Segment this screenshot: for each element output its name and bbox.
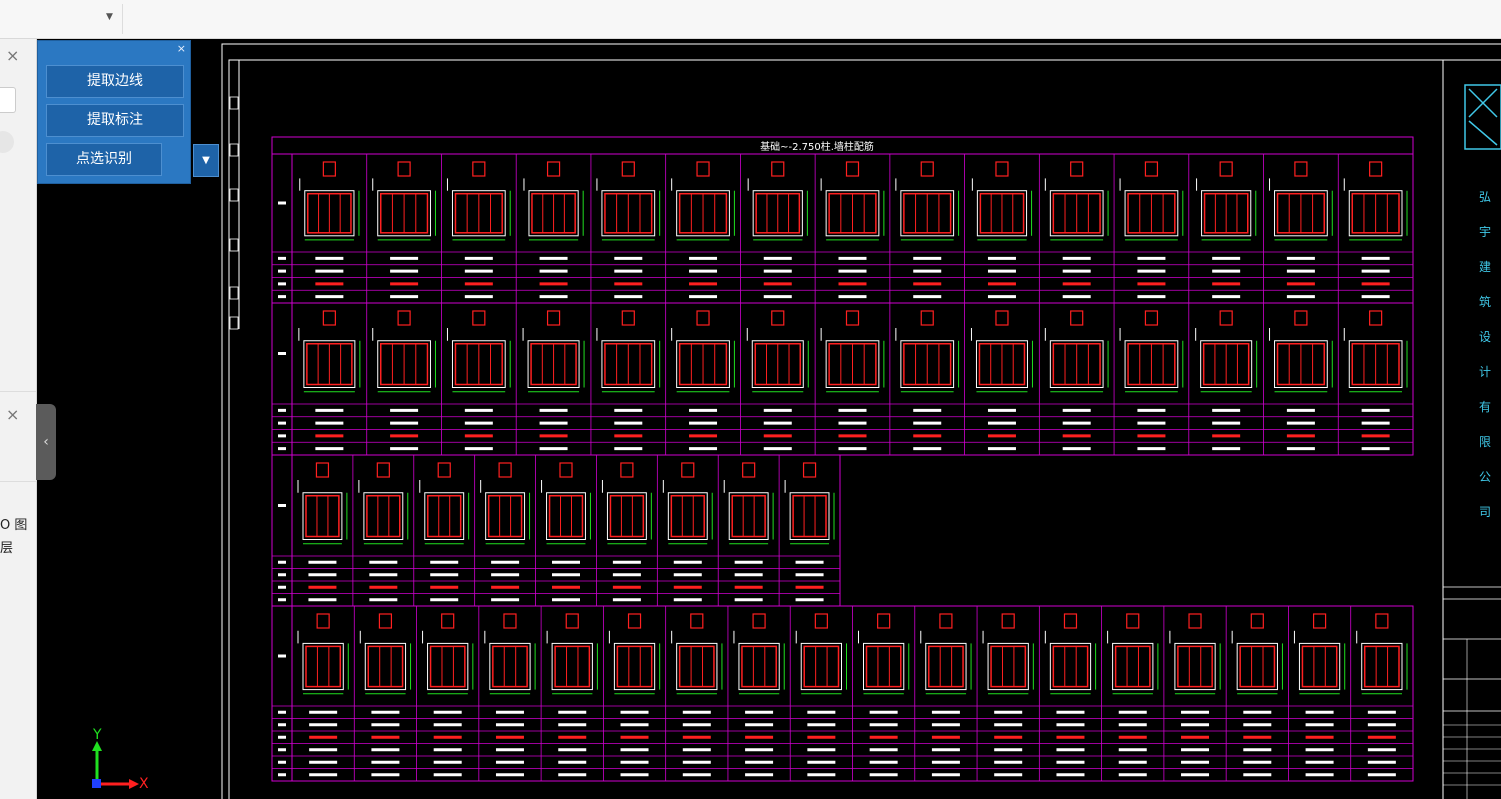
point-recognize-button[interactable]: 点选识别 (46, 143, 162, 176)
company-char-5: 计 (1479, 365, 1491, 379)
panel-close-icon[interactable]: × (6, 46, 20, 65)
drawing-inner-border (228, 59, 1501, 799)
search-icon[interactable] (0, 131, 14, 153)
company-logo (1464, 84, 1501, 150)
extraction-tool-panel: × 提取边线 提取标注 点选识别 ▼ (37, 40, 219, 184)
left-side-panel: × × O 图 层 (0, 39, 37, 799)
schedule-section (271, 302, 1414, 456)
drawing-outer-border (221, 43, 1501, 799)
company-char-2: 建 (1479, 260, 1491, 274)
panel-close-icon-2[interactable]: × (6, 405, 20, 424)
schedule-section (271, 605, 1414, 782)
expand-arrow-button[interactable] (0, 87, 16, 113)
ucs-axis-icon: Y X (92, 727, 149, 792)
company-char-1: 宇 (1479, 225, 1491, 239)
axis-x-label: X (139, 776, 149, 792)
company-char-0: 弘 (1479, 190, 1491, 204)
company-char-7: 限 (1479, 435, 1491, 449)
company-char-4: 设 (1479, 330, 1491, 344)
extract-edges-button[interactable]: 提取边线 (46, 65, 184, 98)
company-char-3: 筑 (1479, 294, 1491, 309)
schedule-section (271, 454, 841, 607)
axis-y-label: Y (92, 727, 102, 743)
layer-option-label[interactable]: O 图 (0, 518, 28, 533)
company-char-6: 有 (1479, 400, 1491, 414)
chevron-down-icon[interactable]: ▼ (106, 12, 113, 22)
layer-label: 层 (0, 541, 14, 556)
top-toolbar: ▼ (0, 0, 1501, 39)
schedule-section (271, 153, 1414, 304)
point-recognize-dropdown-icon[interactable]: ▼ (193, 144, 219, 177)
column-schedule-tables (271, 136, 1414, 782)
extract-annotations-button[interactable]: 提取标注 (46, 104, 184, 137)
divider (0, 391, 36, 392)
divider-2 (0, 481, 36, 482)
close-icon[interactable]: × (176, 42, 186, 55)
schedule-title: 基础~-2.750柱.墙柱配筋 (760, 140, 874, 153)
collapse-panel-button[interactable]: ‹ (36, 404, 56, 480)
company-char-8: 公 (1479, 470, 1491, 484)
toolbar-separator (122, 4, 123, 34)
company-char-9: 司 (1479, 505, 1491, 519)
